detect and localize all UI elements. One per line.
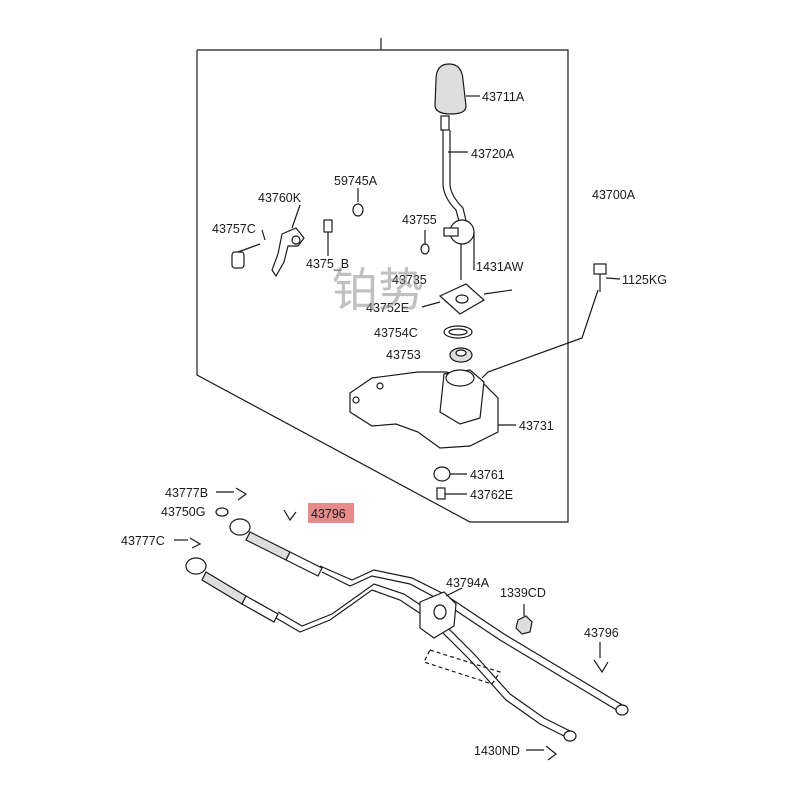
base-bracket-43731-part <box>349 289 599 449</box>
label-43777C: 43777C <box>121 534 165 548</box>
label-43777B: 43777B <box>165 486 208 500</box>
cable-bracket-43794A-part <box>419 587 501 685</box>
linkage-43760K-part <box>271 204 305 278</box>
pin-43762E-part <box>436 487 467 500</box>
label-1125KG: 1125KG <box>622 273 667 287</box>
label-1431AW: 1431AW <box>476 260 524 274</box>
label-43761: 43761 <box>470 468 505 482</box>
shift-cable-upper <box>229 518 629 716</box>
highlight-box <box>308 503 354 523</box>
part-labels: 43711A 43720A 59745A 43700A 43760K 43757… <box>121 90 667 758</box>
washer-43750G-part <box>215 507 229 517</box>
nut-1339CD-part <box>515 604 533 635</box>
label-43794A: 43794A <box>446 576 490 590</box>
clip-43777C-part <box>174 537 202 549</box>
label-43731: 43731 <box>519 419 554 433</box>
label-43757C: 43757C <box>212 222 256 236</box>
bush-43761-part <box>433 466 467 482</box>
clip-43777B-part <box>216 487 248 501</box>
label-43711A: 43711A <box>482 90 525 104</box>
clip-43796-upper-part <box>283 509 297 522</box>
label-1430ND: 1430ND <box>474 744 520 758</box>
nut-43755-part <box>420 230 430 255</box>
label-43760K: 43760K <box>258 191 302 205</box>
label-43735: 43735 <box>392 273 427 287</box>
label-43755: 43755 <box>402 213 437 227</box>
label-4375B: 4375_B <box>306 257 349 271</box>
label-43750G: 43750G <box>161 505 205 519</box>
label-43700A: 43700A <box>592 188 636 202</box>
bushing-43753-part <box>449 347 473 363</box>
watermark: 铂势 <box>332 263 424 317</box>
clip-part <box>323 219 333 256</box>
shift-knob-part <box>434 63 480 115</box>
washer-59745A-part <box>352 188 364 217</box>
label-43754C: 43754C <box>374 326 418 340</box>
clip-43796-lower-part <box>593 642 609 674</box>
bolt-43757C-part <box>231 229 266 269</box>
label-1339CD: 1339CD <box>500 586 546 600</box>
plate-43752E-part <box>421 283 513 315</box>
label-59745A: 59745A <box>334 174 378 188</box>
clip-1430ND-part <box>526 745 557 761</box>
assembly-frame <box>196 38 569 523</box>
label-43752E: 43752E <box>366 301 409 315</box>
lever-rod-part <box>440 115 475 280</box>
shift-cable-lower <box>185 557 577 742</box>
bolt-1125KG-part <box>593 263 621 292</box>
label-43796-highlighted: 43796 <box>311 507 346 521</box>
ring-43754C-part <box>443 325 473 339</box>
label-43720A: 43720A <box>471 147 515 161</box>
label-43796: 43796 <box>584 626 619 640</box>
label-43753: 43753 <box>386 348 421 362</box>
label-43762E: 43762E <box>470 488 513 502</box>
